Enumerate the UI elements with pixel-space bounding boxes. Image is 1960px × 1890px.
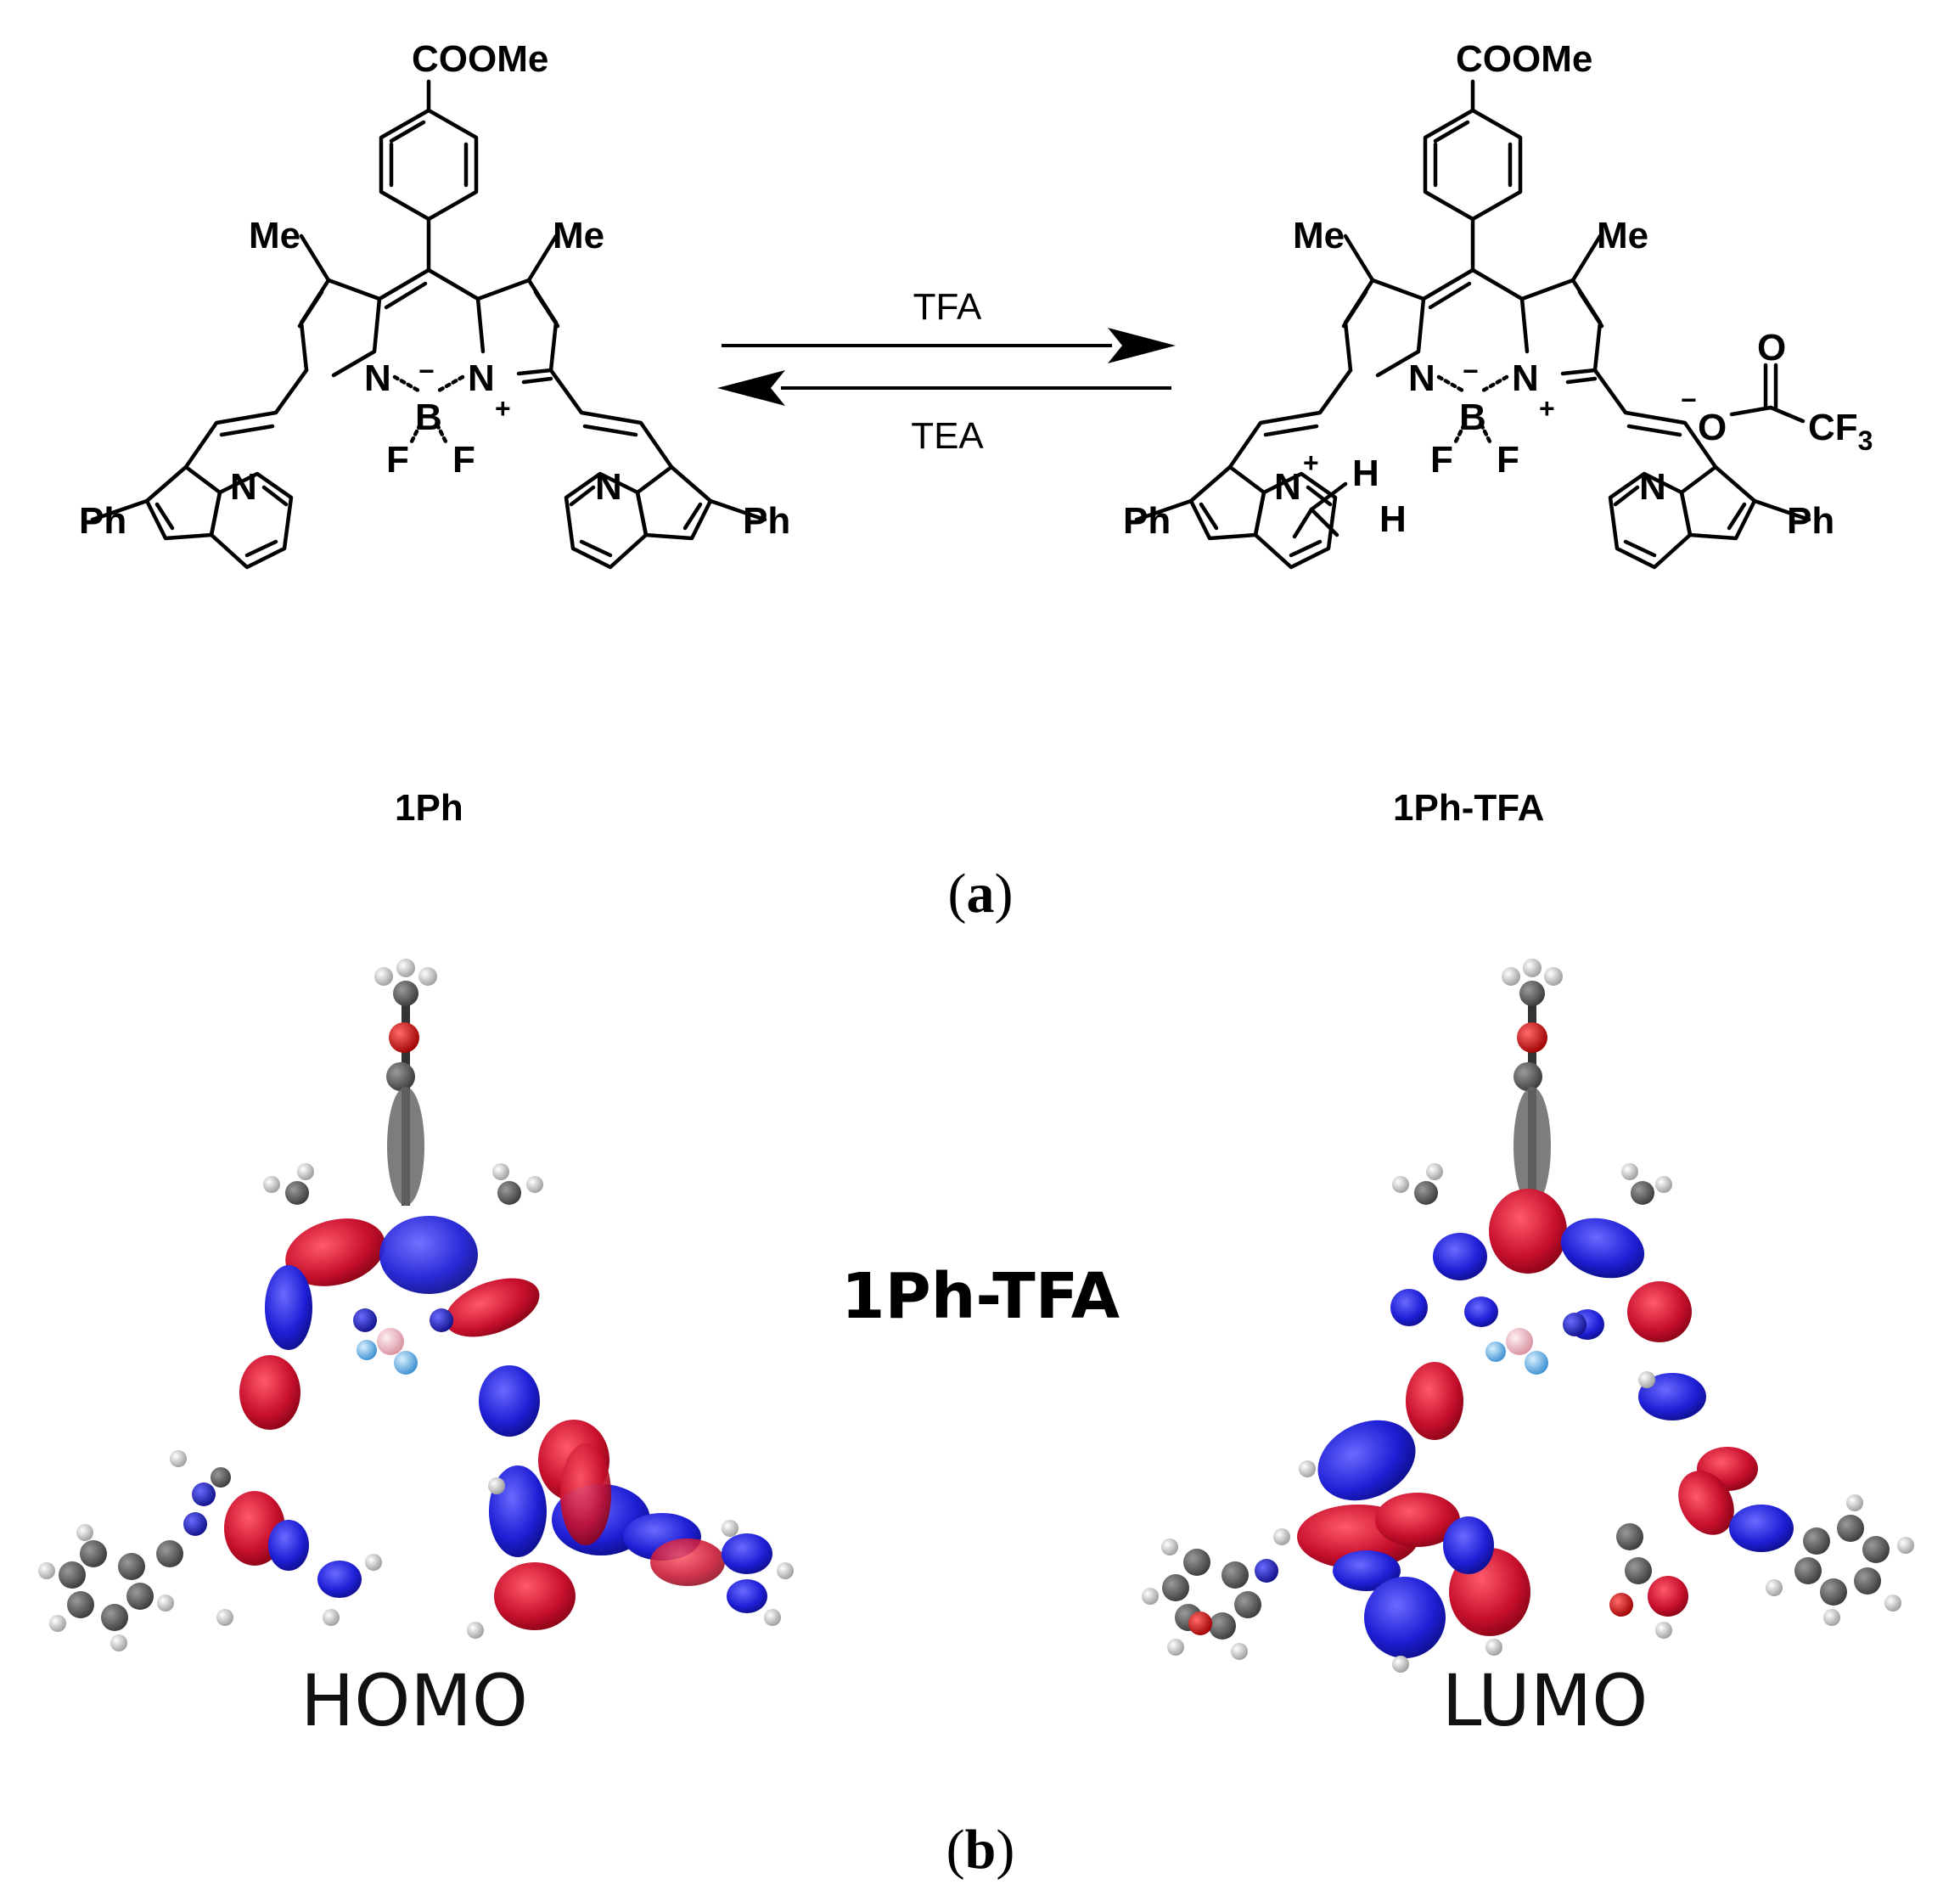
panel-a-caption: (a) xyxy=(948,863,1014,925)
scheme-1ph-tfa: COOMe Me Me N N B − + F F N + H H N Ph P… xyxy=(1123,38,1834,829)
cf3-group: CF3 xyxy=(1808,407,1873,456)
nitrogen-left-b: N xyxy=(1408,357,1435,399)
methyl-left-a: Me xyxy=(249,215,300,256)
compound-label-1ph: 1Ph xyxy=(395,787,463,829)
boron-a: B xyxy=(415,397,442,438)
compound-label-1ph-tfa: 1Ph-TFA xyxy=(1393,787,1544,829)
forward-reagent: TFA xyxy=(913,286,982,328)
methyl-right-b: Me xyxy=(1597,215,1648,256)
nitrogen-right-b: N xyxy=(1512,357,1539,399)
oxygen-minus: − xyxy=(1681,385,1697,415)
reverse-reagent: TEA xyxy=(911,415,984,457)
hydrogen-2: H xyxy=(1379,498,1407,540)
phenyl-right-b: Ph xyxy=(1787,500,1834,542)
hydrogen-1: H xyxy=(1352,453,1379,494)
fluorine-right-b: F xyxy=(1497,439,1519,481)
scheme-1ph: COOMe Me Me N N B − + F F N N Ph Ph 1Ph xyxy=(79,38,790,829)
fluorine-left-a: F xyxy=(386,439,409,481)
fluorine-right-a: F xyxy=(452,439,475,481)
phenyl-left-a: Ph xyxy=(79,500,126,542)
indolizine-n-right-b: N xyxy=(1639,466,1666,508)
lumo-label: LUMO xyxy=(1442,1659,1648,1742)
anionic-oxygen: O xyxy=(1698,407,1727,448)
phenyl-left-b: Ph xyxy=(1123,500,1171,542)
ester-group-right: COOMe xyxy=(1456,38,1592,80)
plus-charge-b: + xyxy=(1539,393,1555,424)
equilibrium-arrows: TFA TEA xyxy=(717,286,1176,457)
protonated-n-b: N xyxy=(1274,466,1301,508)
nitrogen-left-a: N xyxy=(364,357,391,399)
trifluoroacetate-counterion: O O − CF3 xyxy=(1681,327,1873,456)
center-compound-label: 1Ph-TFA xyxy=(841,1260,1120,1333)
boron-b: B xyxy=(1459,397,1486,438)
minus-charge-a: − xyxy=(418,356,435,386)
panel-b-caption: (b) xyxy=(946,1819,1015,1881)
homo-orbital-render xyxy=(38,959,794,1651)
indolizine-n-right-a: N xyxy=(595,466,622,508)
carbonyl-oxygen: O xyxy=(1757,327,1786,368)
plus-charge-a: + xyxy=(495,393,511,424)
phenyl-right-a: Ph xyxy=(743,500,790,542)
indolizine-n-left-a: N xyxy=(230,466,257,508)
methyl-left-b: Me xyxy=(1293,215,1345,256)
homo-label: HOMO xyxy=(300,1659,528,1742)
lumo-orbital-render xyxy=(1142,959,1914,1673)
fluorine-left-b: F xyxy=(1430,439,1453,481)
nitrogen-right-a: N xyxy=(468,357,495,399)
ester-group-left: COOMe xyxy=(412,38,548,80)
plus-charge-indolizine: + xyxy=(1303,447,1319,478)
methyl-right-a: Me xyxy=(553,215,604,256)
minus-charge-b: − xyxy=(1463,356,1479,386)
